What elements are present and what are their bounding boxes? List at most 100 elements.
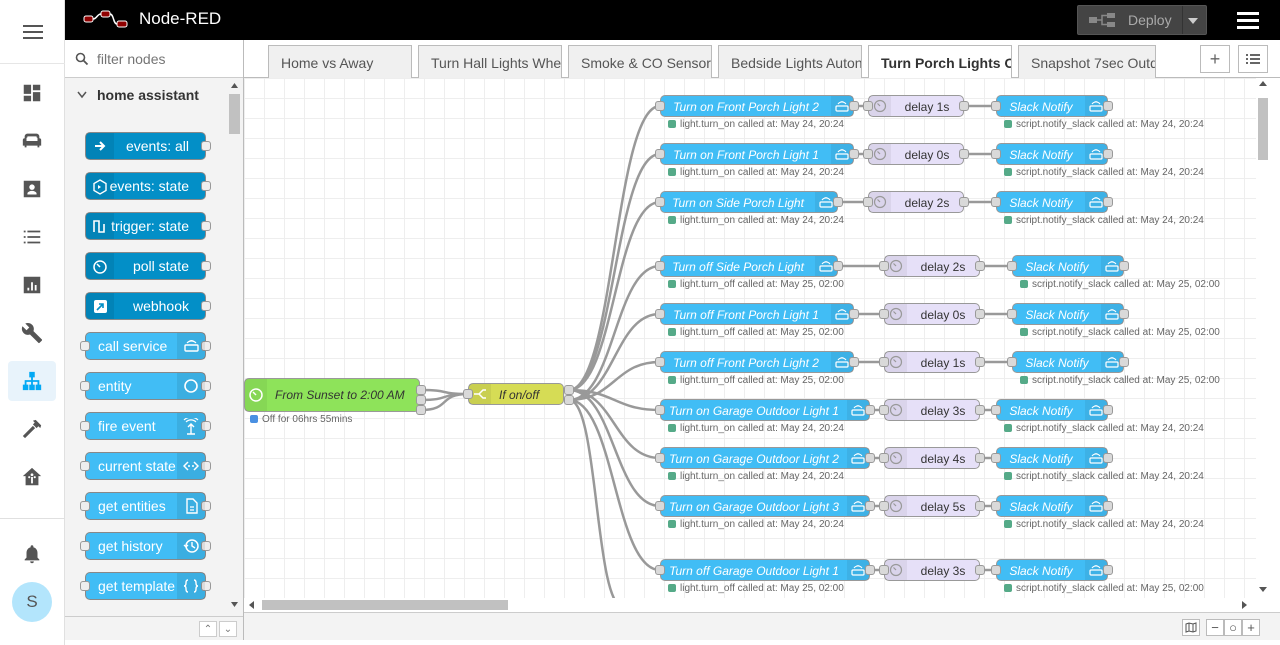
node-port[interactable] (865, 405, 875, 415)
slack-notify-node[interactable]: Slack Notify (996, 191, 1108, 213)
node-port[interactable] (975, 261, 985, 271)
palette-node[interactable]: trigger: state (85, 212, 211, 240)
node-port[interactable] (991, 453, 1001, 463)
node-port[interactable] (655, 309, 665, 319)
node-output-port[interactable] (201, 541, 211, 551)
delay-node[interactable]: delay 2s (868, 191, 964, 213)
node-port[interactable] (1103, 149, 1113, 159)
node-input-port[interactable] (80, 381, 90, 391)
delay-node[interactable]: delay 4s (884, 447, 980, 469)
node-port[interactable] (655, 357, 665, 367)
tab-flow[interactable]: Turn Hall Lights Whe (418, 45, 562, 79)
delay-node[interactable]: delay 2s (884, 255, 980, 277)
tab-flow[interactable]: Snapshot 7sec Outdo (1018, 45, 1156, 79)
palette-node[interactable]: call service (80, 332, 211, 360)
node-port[interactable] (865, 501, 875, 511)
node-port[interactable] (564, 395, 574, 405)
node-output-port[interactable] (201, 261, 211, 271)
palette-node[interactable]: events: all (85, 132, 211, 160)
node-output-port[interactable] (201, 461, 211, 471)
palette-node[interactable]: get template (80, 572, 211, 600)
main-menu-icon[interactable] (1237, 10, 1259, 30)
node-output-port[interactable] (201, 581, 211, 591)
node-output-port[interactable] (201, 381, 211, 391)
navigator-button[interactable] (1182, 619, 1200, 636)
node-port[interactable] (416, 405, 426, 415)
call-service-node[interactable]: Turn on Garage Outdoor Light 1 (660, 399, 870, 421)
node-port[interactable] (655, 565, 665, 575)
slack-notify-node[interactable]: Slack Notify (1012, 255, 1124, 277)
node-port[interactable] (463, 389, 473, 399)
node-port[interactable] (879, 453, 889, 463)
node-output-port[interactable] (201, 141, 211, 151)
node-port[interactable] (416, 385, 426, 395)
call-service-node[interactable]: Turn off Front Porch Light 2 (660, 351, 854, 373)
delay-node[interactable]: delay 5s (884, 495, 980, 517)
slack-notify-node[interactable]: Slack Notify (996, 95, 1108, 117)
node-port[interactable] (959, 101, 969, 111)
filter-nodes-input[interactable] (95, 49, 235, 68)
node-port[interactable] (1103, 453, 1113, 463)
tab-flow[interactable]: Bedside Lights Auton (718, 45, 862, 79)
call-service-node[interactable]: Turn on Side Porch Light (660, 191, 838, 213)
expand-all-button[interactable]: ⌄ (219, 621, 237, 637)
node-port[interactable] (975, 501, 985, 511)
node-port[interactable] (991, 501, 1001, 511)
node-port[interactable] (991, 565, 1001, 575)
node-port[interactable] (1007, 309, 1017, 319)
node-port[interactable] (991, 101, 1001, 111)
add-flow-button[interactable]: + (1200, 45, 1230, 73)
palette-node[interactable]: get history (80, 532, 211, 560)
palette-scrollbar[interactable] (228, 80, 241, 610)
node-output-port[interactable] (201, 181, 211, 191)
slack-notify-node[interactable]: Slack Notify (996, 559, 1108, 581)
slack-notify-node[interactable]: Slack Notify (996, 399, 1108, 421)
palette-category-header[interactable]: home assistant (65, 78, 227, 112)
palette-node[interactable]: current state (80, 452, 211, 480)
node-port[interactable] (879, 565, 889, 575)
ha-menu-button[interactable] (0, 0, 65, 64)
node-port[interactable] (975, 565, 985, 575)
node-output-port[interactable] (201, 501, 211, 511)
palette-node[interactable]: fire event (80, 412, 211, 440)
node-port[interactable] (1103, 501, 1113, 511)
deploy-button[interactable]: Deploy (1077, 5, 1207, 35)
slack-notify-node[interactable]: Slack Notify (996, 447, 1108, 469)
tab-flow[interactable]: Home vs Away (268, 45, 412, 79)
node-port[interactable] (865, 565, 875, 575)
node-port[interactable] (991, 405, 1001, 415)
call-service-node[interactable]: Turn off Side Porch Light (660, 255, 838, 277)
zoom-out-button[interactable]: − (1206, 619, 1224, 636)
nav-node-red[interactable] (8, 361, 56, 401)
node-port[interactable] (1119, 309, 1129, 319)
node-port[interactable] (655, 101, 665, 111)
call-service-node[interactable]: Turn off Front Porch Light 1 (660, 303, 854, 325)
nav-logbook[interactable] (8, 217, 56, 257)
node-port[interactable] (879, 261, 889, 271)
node-port[interactable] (564, 385, 574, 395)
switch-node[interactable]: If on/off (468, 383, 564, 405)
node-port[interactable] (655, 149, 665, 159)
nav-notifications[interactable] (8, 534, 56, 574)
node-port[interactable] (863, 149, 873, 159)
node-output-port[interactable] (201, 421, 211, 431)
node-input-port[interactable] (80, 541, 90, 551)
node-port[interactable] (833, 197, 843, 207)
avatar[interactable]: S (12, 582, 52, 622)
tab-flow[interactable]: Turn Porch Lights O (868, 45, 1012, 79)
node-input-port[interactable] (80, 341, 90, 351)
node-port[interactable] (655, 501, 665, 511)
nav-overview[interactable] (8, 73, 56, 113)
node-port[interactable] (849, 101, 859, 111)
node-output-port[interactable] (201, 301, 211, 311)
delay-node[interactable]: delay 0s (884, 303, 980, 325)
node-port[interactable] (1007, 261, 1017, 271)
node-port[interactable] (849, 309, 859, 319)
node-port[interactable] (416, 395, 426, 405)
node-port[interactable] (879, 357, 889, 367)
nav-hacs[interactable] (8, 457, 56, 497)
node-port[interactable] (849, 357, 859, 367)
node-port[interactable] (879, 309, 889, 319)
node-port[interactable] (863, 101, 873, 111)
